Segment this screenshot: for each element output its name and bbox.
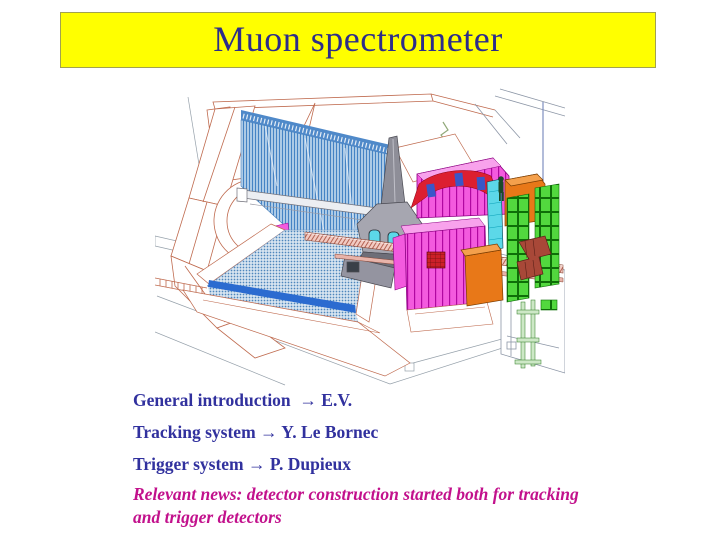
agenda-item-general-introduction: General introduction → E.V.	[133, 390, 353, 410]
dipole-magnet-upper	[410, 157, 510, 219]
agenda: General introduction → E.V. Tracking sys…	[133, 384, 595, 529]
muon-spectrometer-figure	[155, 86, 565, 386]
dipole-magnet-lower	[392, 217, 494, 333]
detector-cutaway-diagram	[155, 88, 565, 386]
slide-title: Muon spectrometer	[213, 19, 503, 59]
agenda-item-trigger-system: Trigger system → P. Dupieux	[133, 454, 351, 474]
endcap-brown-ribs	[524, 238, 536, 279]
trigger-chamber-walls	[506, 183, 560, 311]
title-banner: Muon spectrometer	[60, 12, 656, 68]
trigger-support-rails	[514, 299, 542, 369]
person-figure	[498, 176, 504, 201]
agenda-item-tracking-system: Tracking system → Y. Le Bornec	[133, 422, 379, 442]
relevant-news-text: Relevant news: detector construction sta…	[133, 484, 579, 527]
